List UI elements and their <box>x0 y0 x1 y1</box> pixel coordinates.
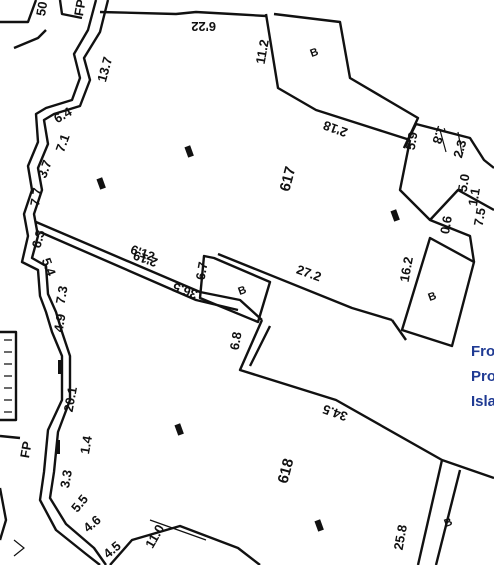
caption-line-3: Isla <box>471 393 494 410</box>
closet-badge: B <box>237 284 249 298</box>
dim-label: 1.1 <box>465 187 483 207</box>
dim-label: 13.7 <box>94 55 115 83</box>
dim-label: 6.3 <box>29 228 48 249</box>
room-number-617: 617 <box>277 165 300 194</box>
dim-label: 2'18 <box>321 118 349 141</box>
closet-badge: B <box>309 46 321 60</box>
svg-text:B: B <box>427 290 439 304</box>
dim-label: 2.3 <box>450 138 469 159</box>
dim-label: 6'22 <box>191 19 216 34</box>
dim-label: 11.2 <box>253 38 272 65</box>
svg-text:B: B <box>237 284 249 298</box>
dim-label: 5.4 <box>39 256 60 279</box>
dim-label: 1.8 <box>429 124 449 146</box>
svg-text:B: B <box>309 46 321 60</box>
dim-label: 7.1 <box>52 132 72 154</box>
dim-label: 0.6 <box>437 215 455 235</box>
dim-label: 16.2 <box>397 256 416 284</box>
dim-label: 36.5 <box>171 280 200 303</box>
column-markers <box>56 145 400 532</box>
dim-label: 6.8 <box>227 331 245 351</box>
closet-badges: B B B B <box>237 46 455 530</box>
dim-label: 5.9 <box>403 131 421 151</box>
dim-label: 1.4 <box>77 434 95 455</box>
closet-badge: B <box>443 516 455 530</box>
dim-label: FP <box>71 0 89 17</box>
dim-label: 7.5 <box>471 207 489 227</box>
dim-label: FP <box>17 440 35 459</box>
dim-label: 25.8 <box>391 524 410 552</box>
dim-label: 6.4 <box>51 104 75 126</box>
dim-label: 3.3 <box>57 469 75 489</box>
dim-label: 4.5 <box>100 538 123 561</box>
dim-label: 5.5 <box>68 492 91 515</box>
caption-line-1: Fro <box>471 343 494 360</box>
dim-label: 7.3 <box>53 285 71 305</box>
dim-label: 4.9 <box>51 313 69 333</box>
svg-text:B: B <box>443 516 455 530</box>
dimension-labels: 50 FP 6'22 11.2 13.7 6.4 2'18 5.9 1.8 2.… <box>17 0 489 561</box>
dim-label: 27.2 <box>294 262 323 285</box>
dim-label: 50 <box>33 0 50 17</box>
dim-label: 6.7 <box>193 261 211 281</box>
closet-badge: B <box>427 290 439 304</box>
dim-label: 5.0 <box>455 173 473 193</box>
dim-label: 4.6 <box>80 512 103 535</box>
caption-line-2: Pro <box>471 368 494 385</box>
dim-label: 7.7 <box>27 187 45 207</box>
room-number-618: 618 <box>275 457 298 486</box>
dim-label: 20.1 <box>61 386 80 414</box>
dim-label: 11.0 <box>142 522 167 551</box>
dim-label: 3.7 <box>34 158 54 180</box>
